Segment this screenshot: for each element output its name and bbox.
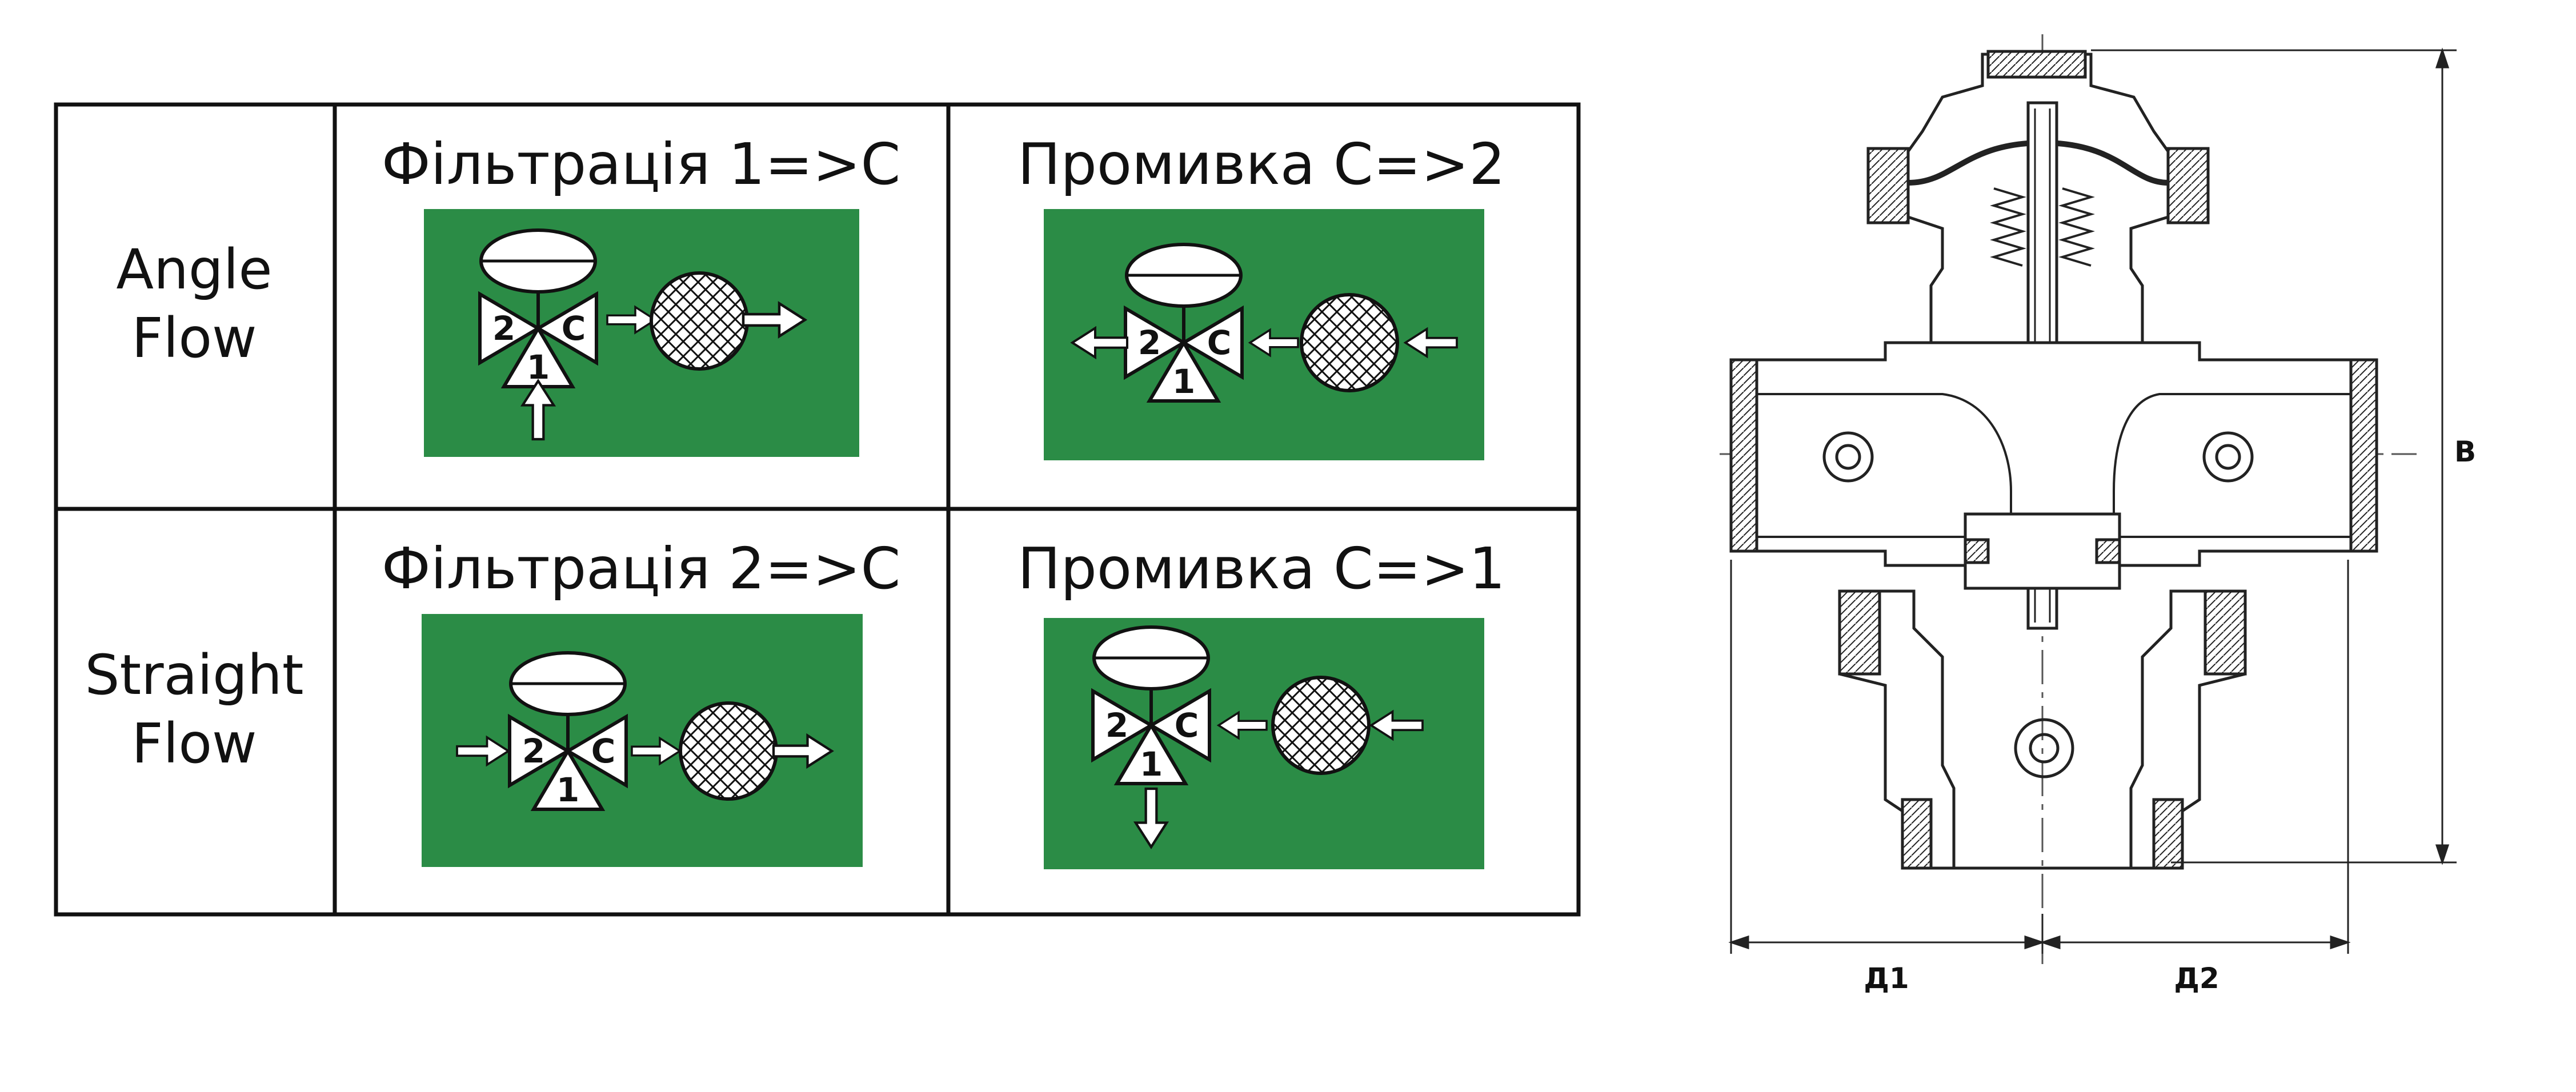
panel-flush-angle: 2 C 1 <box>1044 209 1484 460</box>
dimension-b-label: B <box>2454 435 2476 468</box>
port-1-label: 1 <box>1140 745 1163 784</box>
port-2-label: 2 <box>522 732 545 770</box>
dimension-d2-label: Д2 <box>2174 962 2219 995</box>
port-2-label: 2 <box>492 309 515 348</box>
dimension-d1-label: Д1 <box>1864 962 1909 995</box>
port-1-label: 1 <box>1172 362 1195 401</box>
port-c-label: C <box>1175 706 1199 745</box>
port-2-label: 2 <box>1105 706 1128 745</box>
row-label-angle-line2: Flow <box>131 306 257 370</box>
dimension-lines <box>1728 47 2457 954</box>
panel-filtration-straight: 2 C 1 <box>422 614 863 867</box>
title-flush-straight: Промивка C=>1 <box>1017 535 1505 602</box>
title-filtration-straight: Фільтрація 2=>C <box>382 535 901 602</box>
flow-table <box>54 102 1581 917</box>
port-2-label: 2 <box>1138 323 1161 362</box>
title-filtration-angle: Фільтрація 1=>C <box>382 131 901 198</box>
row-label-straight-line1: Straight <box>85 643 304 707</box>
row-label-angle-line1: Angle <box>116 238 272 302</box>
valve-cross-section <box>1720 34 2417 971</box>
port-c-label: C <box>591 732 616 770</box>
title-flush-angle: Промивка C=>2 <box>1017 131 1505 198</box>
port-1-label: 1 <box>556 770 579 809</box>
panel-flush-straight: 2 C 1 <box>1044 618 1484 869</box>
row-label-straight-line2: Flow <box>131 712 257 776</box>
panel-filtration-angle: 2 C 1 <box>424 209 859 457</box>
port-c-label: C <box>562 309 586 348</box>
port-c-label: C <box>1207 323 1232 362</box>
